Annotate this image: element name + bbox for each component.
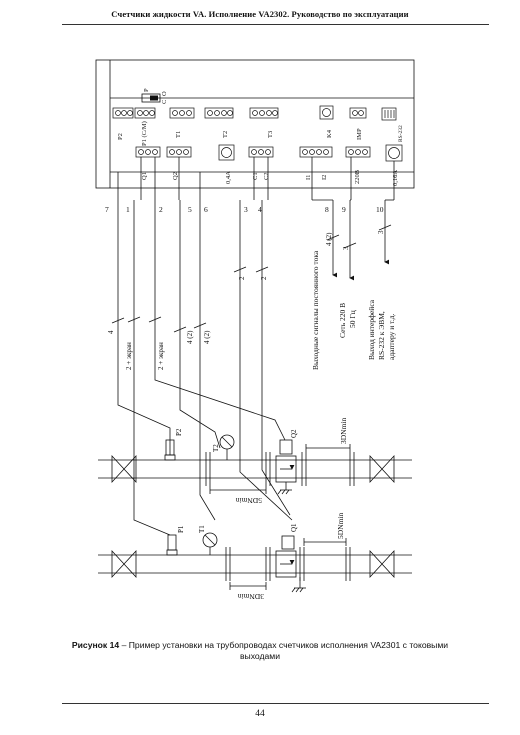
output-interface-line3: адаптеру и т.д. xyxy=(387,313,396,360)
figure-caption-text: – Пример установки на трубопроводах счет… xyxy=(119,640,449,661)
bottom-terminal-labels: Q1 Q2 0,4A C1 C2 I1 I2 220В 0,16A xyxy=(141,169,399,186)
cable-mark-5: 4 (2) xyxy=(203,330,211,344)
sensor-label-t2: T2 xyxy=(212,444,220,452)
terminal-label-i1: I1 xyxy=(305,175,312,180)
line-number-1: 1 xyxy=(126,205,130,214)
distance-label-upper-right: 3DNmin xyxy=(339,418,348,445)
line-number-5: 5 xyxy=(188,205,192,214)
sensor-label-q2: Q2 xyxy=(290,429,298,438)
cable-mark-4: 4 (2) xyxy=(186,330,194,344)
bottom-terminal-blocks xyxy=(135,144,403,162)
output-interface-line2: RS-232 к ЭВМ, xyxy=(377,311,386,360)
figure-caption: Рисунок 14 – Пример установки на трубопр… xyxy=(70,640,450,662)
line-number-8: 8 xyxy=(325,205,329,214)
pipeline-upper xyxy=(98,434,412,495)
pipeline-lower xyxy=(98,532,412,593)
page-number: 44 xyxy=(255,709,265,719)
terminal-label-q2: Q2 xyxy=(172,172,179,180)
terminal-label-fuse-04a: 0,4A xyxy=(225,171,232,184)
line-number-7: 7 xyxy=(105,205,109,214)
terminal-label-k4: K4 xyxy=(326,129,333,138)
cable-lines xyxy=(111,157,395,536)
header-rule xyxy=(62,24,489,25)
terminal-label-fuse-016a: 0,16A xyxy=(392,170,399,186)
line-number-6: 6 xyxy=(204,205,208,214)
top-terminal-labels: P2 P1 (C/M) T1 T2 T3 K4 IMP RS-232 xyxy=(117,121,404,146)
sensor-label-p1: P1 xyxy=(177,525,185,533)
line-number-9: 9 xyxy=(342,205,346,214)
line-numbers: 7 1 2 5 6 3 4 8 9 10 xyxy=(105,205,384,214)
line-number-2: 2 xyxy=(159,205,163,214)
switch-label-c: C xyxy=(161,100,168,104)
distance-label-lower-right: 5DNmin xyxy=(336,513,345,540)
terminal-label-t1: T1 xyxy=(175,131,182,138)
cable-mark-2: 2 + экран xyxy=(125,342,133,370)
figure-caption-label: Рисунок 14 xyxy=(71,640,120,650)
switch-label-o: O xyxy=(161,91,168,96)
output-mains-line2: 50 Гц xyxy=(348,310,357,328)
cable-mark-10: 3 xyxy=(377,230,385,234)
cable-mark-9: 3 xyxy=(342,246,350,250)
cable-marks: 4 2 + экран 2 + экран 4 (2) 4 (2) 2 2 4 … xyxy=(107,230,385,370)
sensor-label-t1: T1 xyxy=(198,525,206,533)
cable-mark-8: 4 (2) xyxy=(325,232,333,246)
output-descriptions: Выходные сигналы постоянного тока Сеть 2… xyxy=(311,250,396,370)
cable-mark-7: 2 xyxy=(260,276,268,280)
distance-label-lower-left: 3DNmin xyxy=(238,592,265,601)
terminal-label-i2: I2 xyxy=(321,175,328,180)
terminal-label-imp: IMP xyxy=(356,128,363,140)
terminal-label-mains: 220В xyxy=(354,169,361,184)
output-analog-line1: Выходные сигналы постоянного тока xyxy=(311,250,320,370)
terminal-label-p1: P1 (C/M) xyxy=(141,121,148,146)
line-number-4: 4 xyxy=(258,205,262,214)
mode-switch: P O C xyxy=(141,88,168,104)
terminal-label-c2: C2 xyxy=(263,172,270,180)
line-number-10: 10 xyxy=(376,205,384,214)
switch-label-p: P xyxy=(143,88,150,92)
top-terminal-blocks xyxy=(112,105,397,121)
running-header: Счетчики жидкости VA. Исполнение VA2302.… xyxy=(111,9,409,19)
terminal-label-t3: T3 xyxy=(267,131,274,138)
line-number-3: 3 xyxy=(244,205,248,214)
footer-rule xyxy=(62,703,489,704)
output-mains-line1: Сеть 220 В xyxy=(338,303,347,338)
cable-mark-3: 2 + экран xyxy=(157,342,165,370)
terminal-label-p2: P2 xyxy=(117,133,124,140)
sensor-label-q1: Q1 xyxy=(290,523,298,532)
terminal-label-rs232: RS-232 xyxy=(398,125,404,142)
cable-mark-1: 4 xyxy=(107,330,115,334)
distance-label-upper-left: 5DNmin xyxy=(236,496,263,505)
pipeline-labels: P2 P1 T2 T1 Q2 Q1 3DNmin 5DNmin 5DNmin 3… xyxy=(175,418,348,602)
sensor-label-p2: P2 xyxy=(175,428,183,436)
terminal-label-t2: T2 xyxy=(222,131,229,138)
cable-mark-6: 2 xyxy=(238,276,246,280)
terminal-label-q1: Q1 xyxy=(141,172,148,180)
terminal-label-c1: C1 xyxy=(252,172,259,180)
output-interface-line1: Выход интерфейса xyxy=(367,299,376,360)
device-unit xyxy=(95,59,415,189)
